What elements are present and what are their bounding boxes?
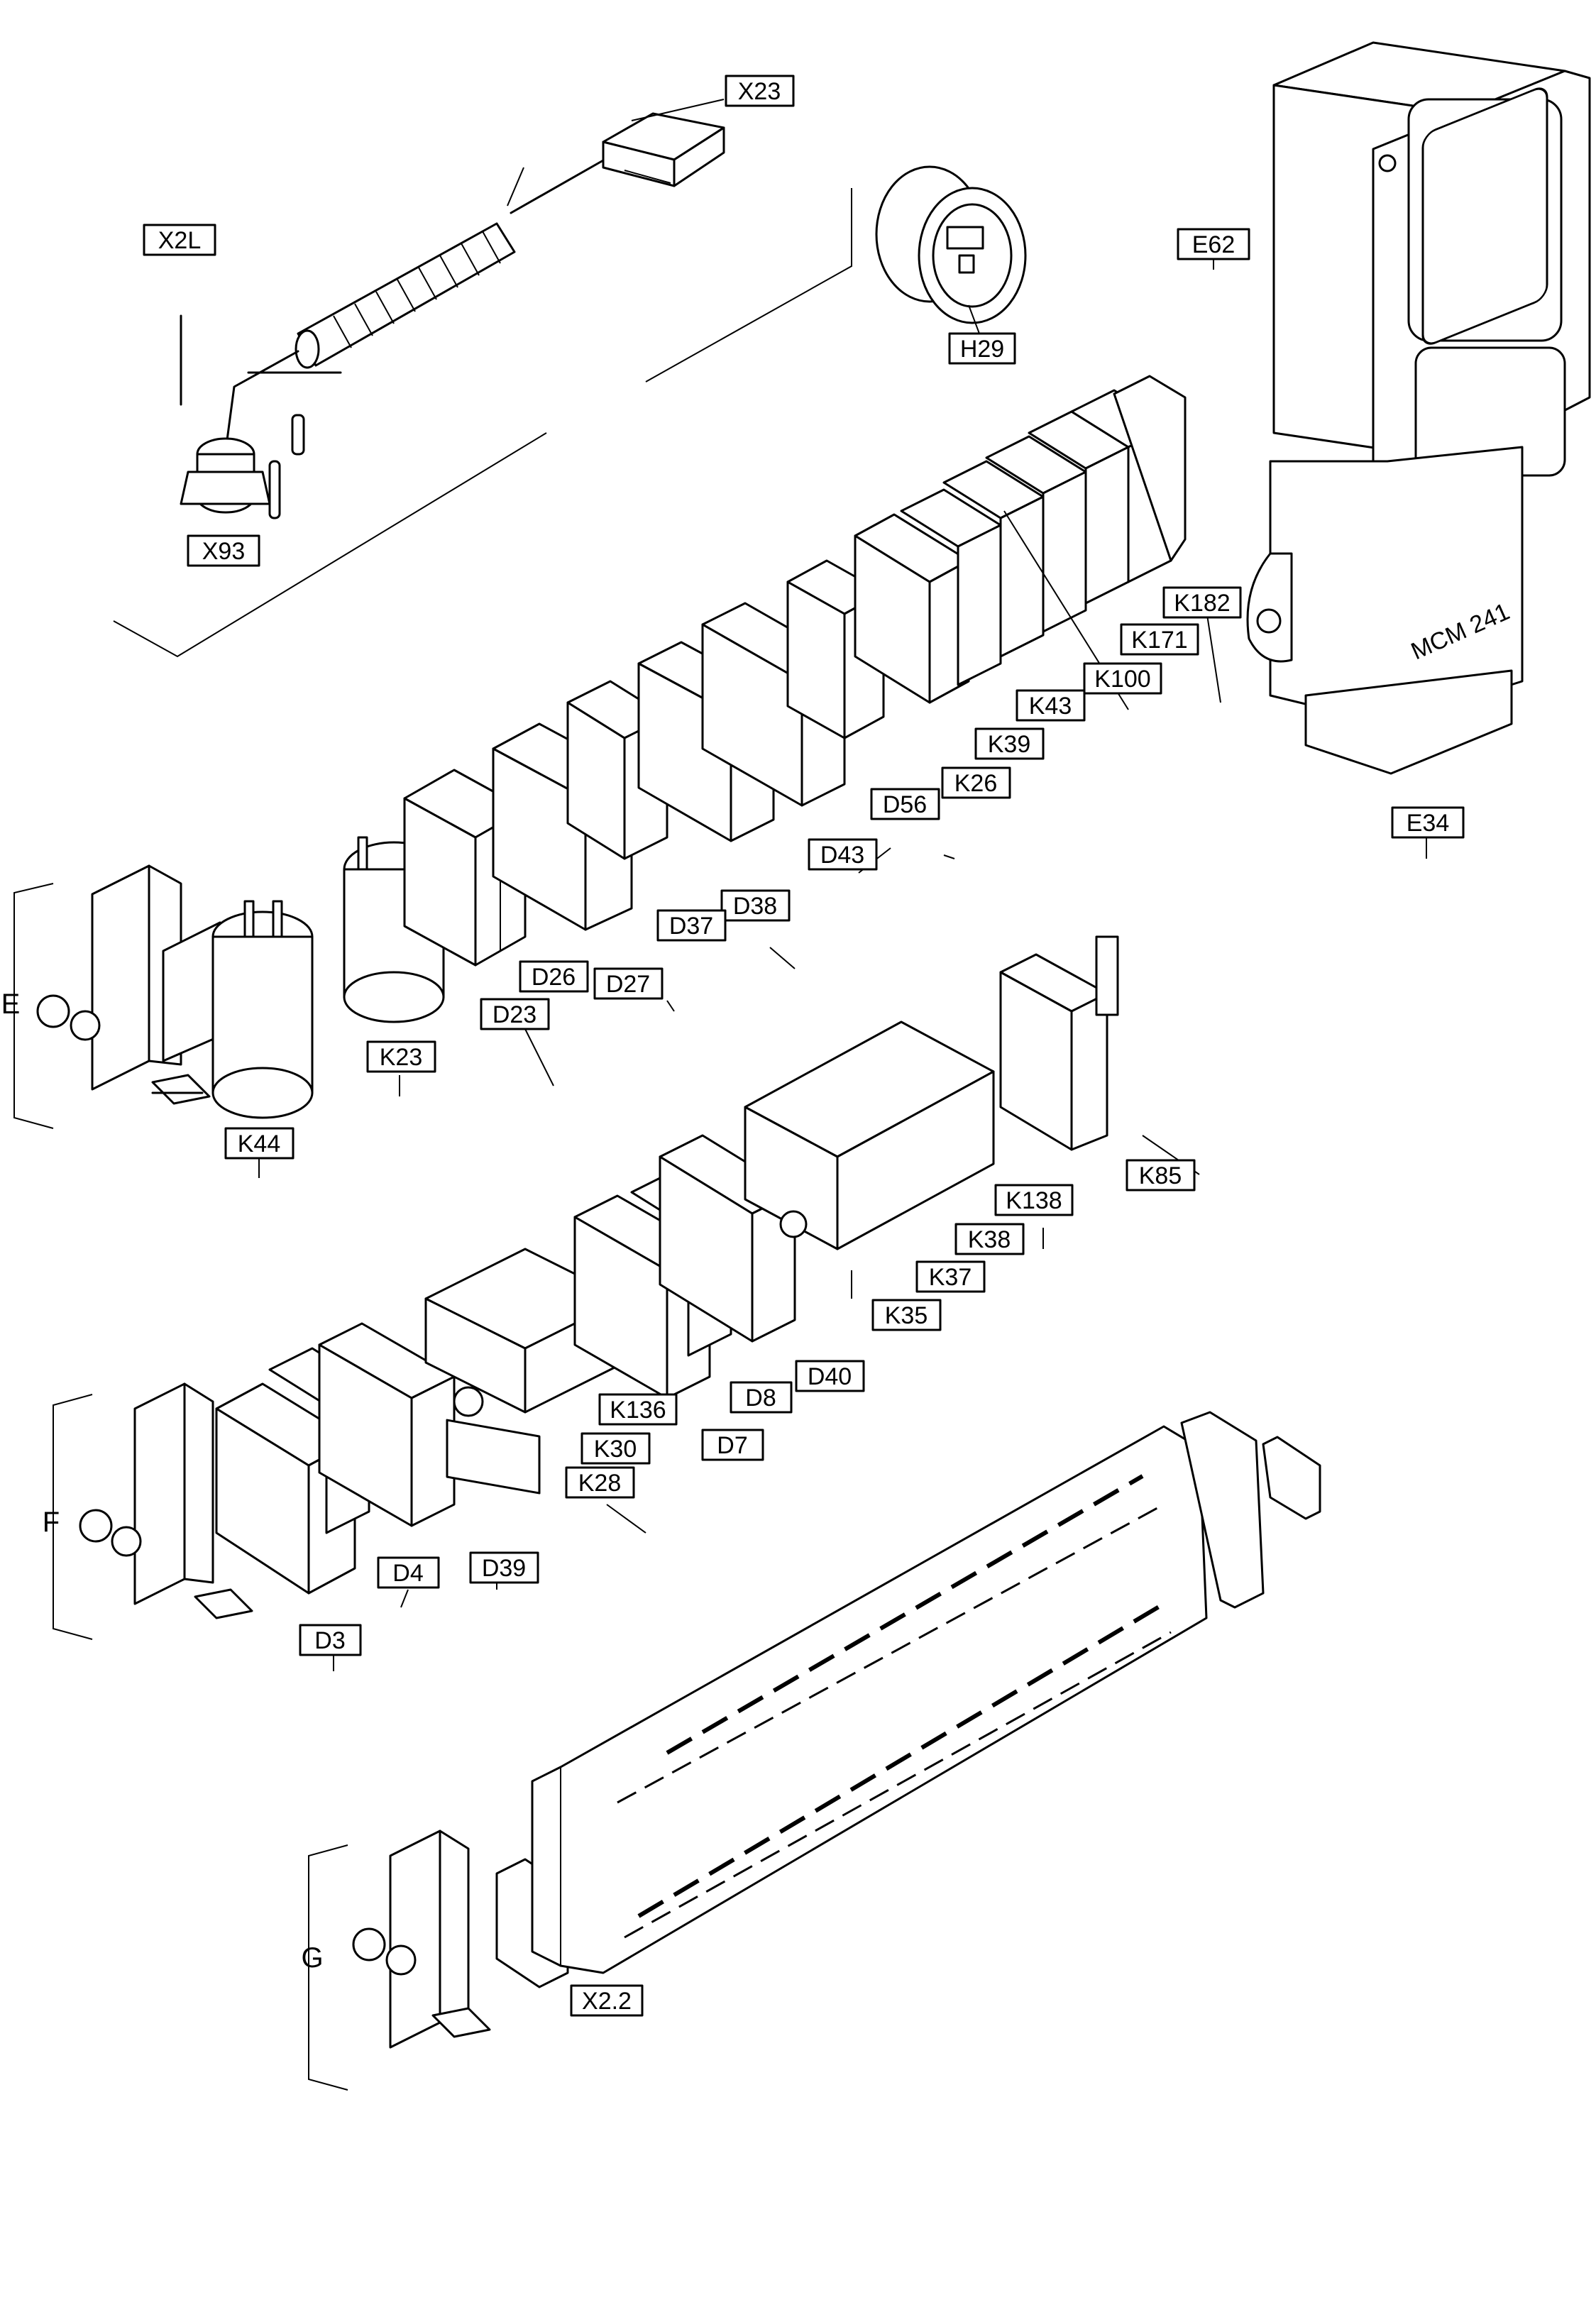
svg-text:K23: K23 <box>380 1044 423 1071</box>
group-f-letter: F <box>43 1507 60 1538</box>
group-g-letter: G <box>301 1942 323 1974</box>
svg-text:K30: K30 <box>594 1436 637 1463</box>
label-d23: D23 <box>480 998 550 1030</box>
svg-text:E62: E62 <box>1192 231 1235 258</box>
label-d37: D37 <box>656 909 727 942</box>
label-k39: K39 <box>974 727 1045 760</box>
label-k30: K30 <box>580 1432 651 1465</box>
label-d4: D4 <box>377 1556 440 1589</box>
label-d56: D56 <box>870 788 940 820</box>
svg-text:X2L: X2L <box>158 227 202 254</box>
label-x22: X2.2 <box>570 1984 644 2017</box>
label-k136: K136 <box>598 1393 678 1426</box>
svg-text:D26: D26 <box>532 964 576 991</box>
label-k100: K100 <box>1083 662 1162 695</box>
svg-text:D56: D56 <box>883 791 927 818</box>
label-k182: K182 <box>1162 586 1242 619</box>
module-d39 <box>318 1322 456 1527</box>
svg-text:K37: K37 <box>929 1264 972 1291</box>
label-d3: D3 <box>299 1624 362 1656</box>
svg-text:H29: H29 <box>960 336 1004 363</box>
svg-text:K136: K136 <box>610 1397 666 1424</box>
label-d40: D40 <box>795 1360 865 1392</box>
label-e34: E34 <box>1391 806 1465 839</box>
svg-text:K39: K39 <box>988 731 1031 758</box>
label-k171: K171 <box>1120 623 1199 656</box>
svg-text:D38: D38 <box>733 893 777 920</box>
label-x23: X23 <box>725 75 795 107</box>
label-k43: K43 <box>1016 689 1086 722</box>
svg-text:K100: K100 <box>1094 666 1150 693</box>
label-x93: X93 <box>187 534 260 567</box>
label-k28: K28 <box>565 1466 635 1499</box>
svg-text:D40: D40 <box>808 1363 852 1390</box>
label-h29: H29 <box>948 332 1016 365</box>
connector-x93 <box>180 437 271 514</box>
row-e-components <box>13 375 1187 1129</box>
svg-text:D7: D7 <box>717 1432 747 1459</box>
leader-lines <box>258 99 1427 1671</box>
svg-text:D27: D27 <box>606 971 650 998</box>
relay-k35-k138 <box>744 1020 995 1250</box>
svg-text:D4: D4 <box>392 1560 423 1587</box>
svg-text:X2.2: X2.2 <box>582 1988 632 2015</box>
svg-text:X23: X23 <box>738 78 781 105</box>
relay-stack-k39-k182 <box>900 375 1187 686</box>
svg-text:K35: K35 <box>885 1302 928 1329</box>
label-k138: K138 <box>994 1184 1074 1216</box>
svg-text:K182: K182 <box>1174 590 1230 617</box>
label-d38: D38 <box>720 889 791 922</box>
svg-text:D23: D23 <box>492 1001 536 1028</box>
label-d8: D8 <box>730 1381 793 1414</box>
svg-text:D43: D43 <box>820 842 864 869</box>
svg-text:K28: K28 <box>578 1470 622 1497</box>
relay-k44 <box>211 900 314 1119</box>
svg-text:K85: K85 <box>1139 1162 1182 1189</box>
label-k35: K35 <box>871 1299 942 1331</box>
svg-text:K138: K138 <box>1006 1187 1062 1214</box>
group-letters: E F G <box>1 989 324 1974</box>
svg-text:E34: E34 <box>1407 810 1450 837</box>
svg-text:K171: K171 <box>1131 627 1187 654</box>
label-k85: K85 <box>1126 1159 1196 1192</box>
row-g-terminal-rail <box>308 1411 1321 2091</box>
svg-text:K26: K26 <box>954 770 998 797</box>
label-d39: D39 <box>469 1551 539 1584</box>
label-d27: D27 <box>593 967 664 1000</box>
svg-text:D39: D39 <box>482 1555 526 1582</box>
svg-text:D8: D8 <box>745 1385 776 1412</box>
housing-e62: MCM 241 <box>1246 41 1591 775</box>
top-frame-lines <box>113 188 852 658</box>
relay-k85 <box>999 935 1119 1151</box>
cable-harness-x2l <box>180 112 725 519</box>
label-d7: D7 <box>701 1429 764 1461</box>
label-k26: K26 <box>941 766 1011 799</box>
spring-sleeve <box>295 222 516 369</box>
callout-labels: X23 X2L H29 E62 X93 K182 K171 K100 K43 K… <box>143 75 1465 2017</box>
row-f-components <box>53 935 1119 1640</box>
label-x2l: X2L <box>143 224 216 256</box>
svg-text:K38: K38 <box>968 1226 1011 1253</box>
svg-text:D3: D3 <box>314 1627 345 1654</box>
group-e-letter: E <box>1 989 21 1020</box>
label-d26: D26 <box>519 960 589 993</box>
label-k38: K38 <box>954 1223 1025 1255</box>
svg-text:D37: D37 <box>669 913 713 940</box>
label-k37: K37 <box>915 1260 986 1293</box>
label-k23: K23 <box>366 1040 436 1073</box>
svg-text:K44: K44 <box>238 1130 281 1157</box>
label-d43: D43 <box>808 838 878 871</box>
svg-text:K43: K43 <box>1029 693 1072 720</box>
svg-text:X93: X93 <box>202 538 246 565</box>
label-k44: K44 <box>224 1127 295 1160</box>
gauge-h29 <box>875 165 1027 324</box>
label-e62: E62 <box>1177 228 1250 260</box>
